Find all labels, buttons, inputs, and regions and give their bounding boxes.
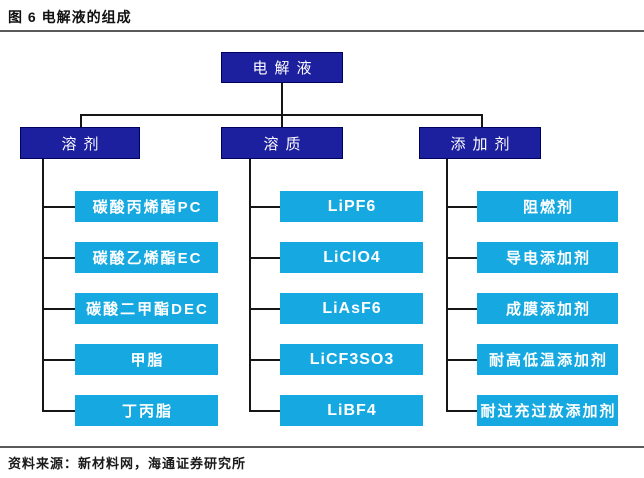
tree-leaf: 碳酸丙烯酯PC [75, 191, 218, 222]
tree-leaf: 耐高低温添加剂 [477, 344, 618, 375]
connector-root-drop [281, 83, 283, 114]
connector-stub [42, 206, 75, 208]
node-additive: 添加剂 [419, 127, 541, 159]
bottom-divider [0, 446, 644, 448]
tree-leaf: LiAsF6 [280, 293, 423, 324]
tree-leaf: 耐过充过放添加剂 [477, 395, 618, 426]
figure-title: 图 6 电解液的组成 [8, 9, 132, 25]
tree-leaf: LiBF4 [280, 395, 423, 426]
connector-spine-additive [446, 159, 448, 412]
top-divider [0, 30, 644, 32]
node-solute: 溶质 [221, 127, 343, 159]
connector-stub [42, 308, 75, 310]
tree-leaf: 碳酸二甲酯DEC [75, 293, 218, 324]
tree-leaf: 碳酸乙烯酯EC [75, 242, 218, 273]
connector-stub [446, 206, 477, 208]
connector-stub [446, 308, 477, 310]
connector-stub [249, 359, 280, 361]
tree-leaf: LiClO4 [280, 242, 423, 273]
connector-stub [42, 359, 75, 361]
node-solvent: 溶剂 [20, 127, 140, 159]
connector-drop-solvent [80, 114, 82, 127]
connector-stub [42, 257, 75, 259]
tree-leaf: LiPF6 [280, 191, 423, 222]
tree-leaf: LiCF3SO3 [280, 344, 423, 375]
connector-drop-additive [481, 114, 483, 127]
source-note: 资料来源：新材料网，海通证券研究所 [8, 456, 247, 471]
connector-spine-solvent [42, 159, 44, 412]
connector-stub [446, 257, 477, 259]
connector-stub [249, 410, 280, 412]
connector-spine-solute [249, 159, 251, 412]
connector-drop-solute [281, 114, 283, 127]
node-electrolyte: 电解液 [221, 52, 343, 83]
connector-stub [249, 308, 280, 310]
connector-stub [42, 410, 75, 412]
tree-leaf: 阻燃剂 [477, 191, 618, 222]
connector-stub [446, 359, 477, 361]
connector-stub [249, 257, 280, 259]
tree-leaf: 甲脂 [75, 344, 218, 375]
connector-stub [446, 410, 477, 412]
tree-leaf: 成膜添加剂 [477, 293, 618, 324]
tree-leaf: 丁丙脂 [75, 395, 218, 426]
tree-leaf: 导电添加剂 [477, 242, 618, 273]
connector-stub [249, 206, 280, 208]
